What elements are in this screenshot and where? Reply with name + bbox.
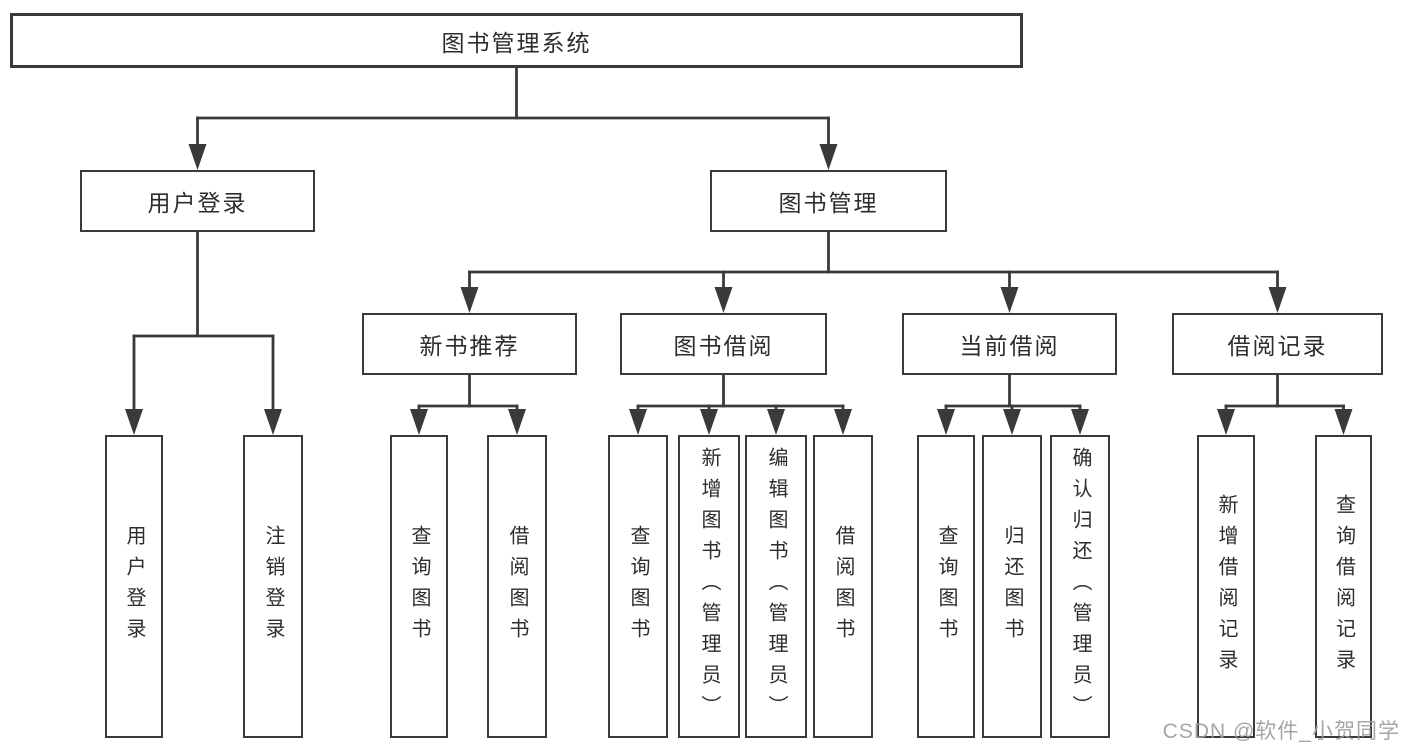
node-label: 查询图书 (627, 524, 649, 649)
node-leaf-nb-query: 查询图书 (390, 435, 448, 738)
node-root: 图书管理系统 (10, 13, 1023, 68)
node-leaf-br-query: 查询借阅记录 (1315, 435, 1372, 738)
node-leaf-cb-confirm: 确认归还（管理员） (1050, 435, 1110, 738)
watermark: CSDN @软件_小贺同学 (1162, 720, 1400, 743)
node-leaf-user-login: 用户登录 (105, 435, 163, 738)
node-book-mgmt: 图书管理 (710, 170, 947, 232)
node-leaf-bb-edit: 编辑图书（管理员） (745, 435, 807, 738)
node-label: 当前借阅 (959, 333, 1060, 359)
node-book-borrow: 图书借阅 (620, 313, 827, 375)
node-leaf-logout: 注销登录 (243, 435, 303, 738)
node-label: 借阅记录 (1227, 333, 1328, 359)
node-label: 图书管理系统 (441, 29, 592, 56)
node-leaf-bb-query: 查询图书 (608, 435, 668, 738)
node-label: 归还图书 (1001, 524, 1023, 649)
node-label: 借阅图书 (832, 524, 854, 649)
node-label: 新书推荐 (419, 333, 520, 359)
node-label: 新增图书（管理员） (698, 447, 720, 726)
node-label: 新增借阅记录 (1215, 493, 1237, 680)
node-current-borrow: 当前借阅 (902, 313, 1117, 375)
node-leaf-nb-borrow: 借阅图书 (487, 435, 547, 738)
node-label: 用户登录 (147, 190, 248, 216)
node-label: 确认归还（管理员） (1069, 447, 1091, 726)
node-new-books: 新书推荐 (362, 313, 577, 375)
node-label: 用户登录 (123, 524, 145, 649)
node-label: 编辑图书（管理员） (765, 447, 787, 726)
node-label: 图书借阅 (673, 333, 774, 359)
node-leaf-bb-borrow: 借阅图书 (813, 435, 873, 738)
node-leaf-br-add: 新增借阅记录 (1197, 435, 1255, 738)
node-label: 查询借阅记录 (1332, 493, 1355, 680)
node-label: 查询图书 (935, 524, 957, 649)
node-label: 借阅图书 (506, 524, 528, 649)
node-leaf-cb-return: 归还图书 (982, 435, 1042, 738)
node-label: 注销登录 (262, 524, 284, 649)
node-leaf-bb-add: 新增图书（管理员） (678, 435, 740, 738)
node-leaf-cb-query: 查询图书 (917, 435, 975, 738)
node-user-login: 用户登录 (80, 170, 315, 232)
node-label: 查询图书 (408, 524, 430, 649)
node-borrow-records: 借阅记录 (1172, 313, 1383, 375)
node-label: 图书管理 (778, 190, 879, 216)
